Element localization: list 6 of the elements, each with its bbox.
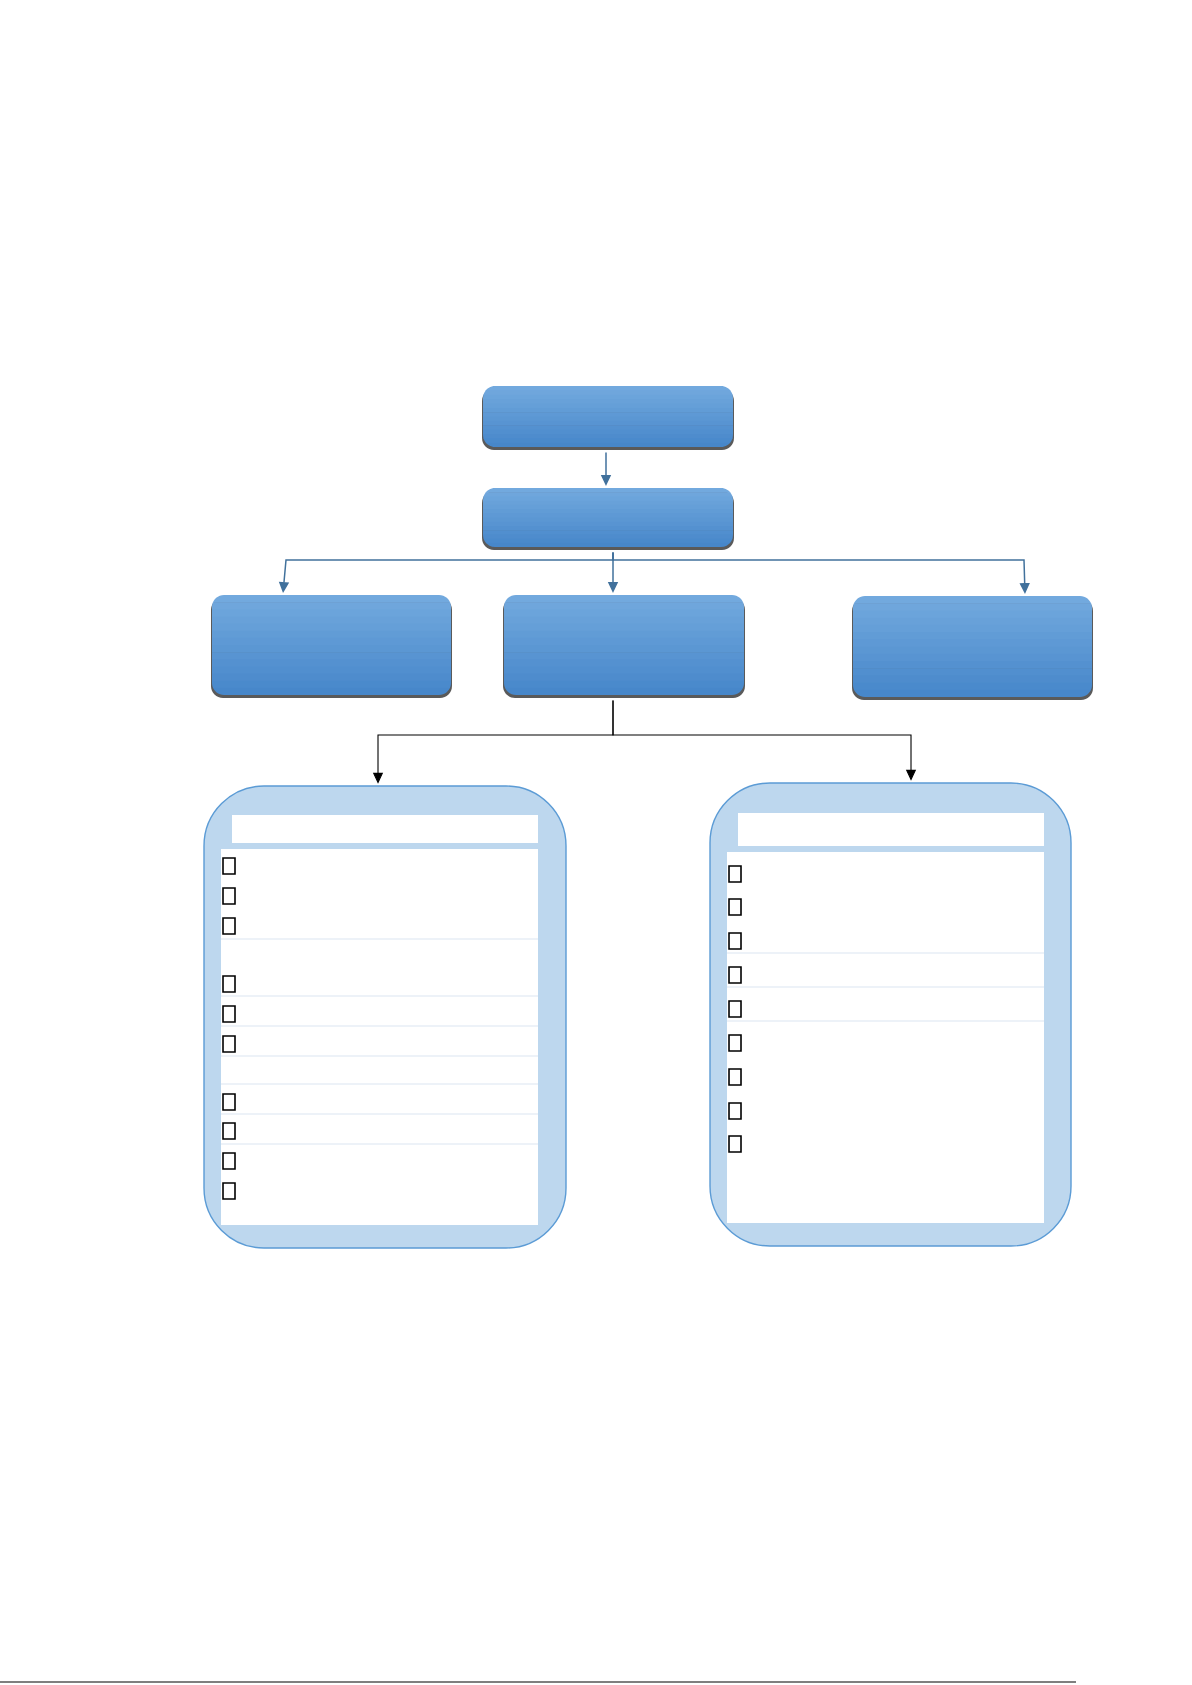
process-box	[852, 596, 1093, 700]
process-box	[482, 386, 734, 450]
process-box	[503, 595, 745, 698]
process-box	[482, 488, 734, 550]
process-box	[211, 595, 452, 698]
arrow	[612, 699, 917, 781]
